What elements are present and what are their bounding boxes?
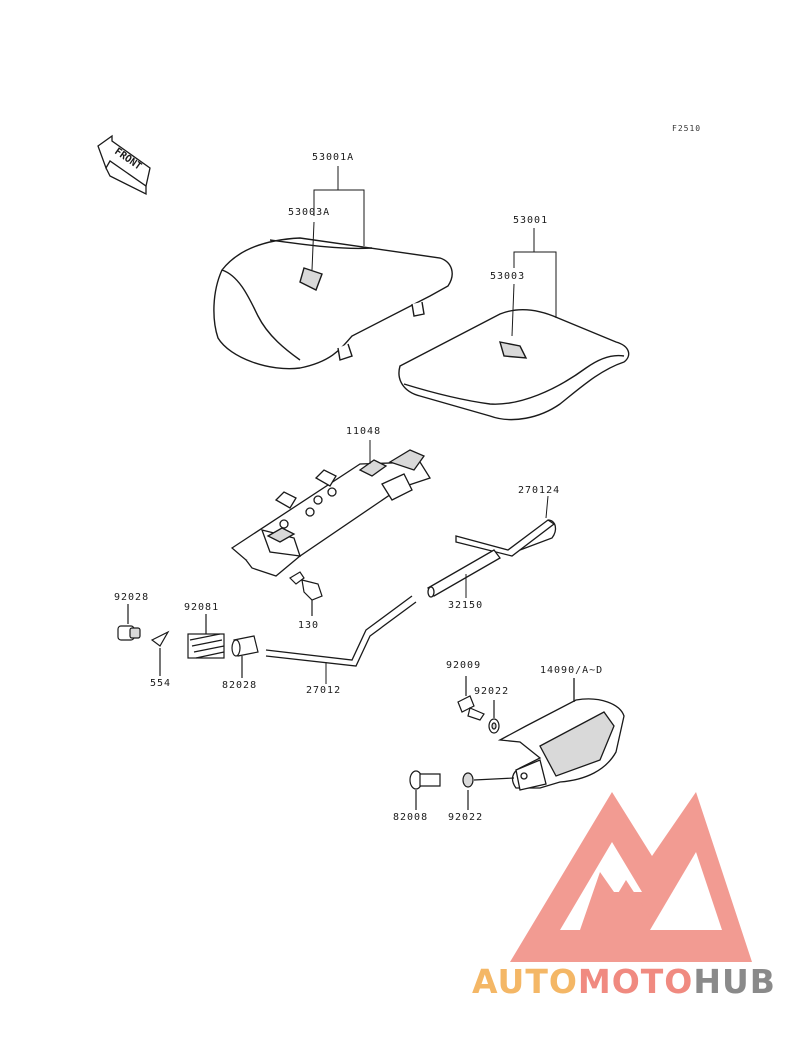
ref-code: F2510 <box>672 124 702 133</box>
spring-92081 <box>187 614 225 659</box>
label-27012: 27012 <box>306 685 342 696</box>
label-53003A: 53003A <box>288 207 331 218</box>
seat-lock-14090 <box>497 678 625 791</box>
label-92081: 92081 <box>184 602 220 613</box>
bolt-92009 <box>457 676 485 721</box>
seat-bracket-11048 <box>230 449 431 577</box>
tube-32150 <box>427 549 501 598</box>
rod-270124 <box>455 519 557 557</box>
label-32150: 32150 <box>448 600 484 611</box>
watermark-logo-icon <box>510 792 752 962</box>
front-arrow-icon: FRONT <box>97 134 151 196</box>
watermark-part-auto: AUTO <box>472 962 578 1001</box>
washer-92022-bottom <box>462 772 515 810</box>
clip-554 <box>150 630 170 676</box>
washer-92022-top <box>488 700 500 734</box>
label-270124: 270124 <box>518 485 561 496</box>
seat-53001 <box>398 308 630 421</box>
bolt-130 <box>289 571 323 616</box>
label-53001A: 53001A <box>312 152 355 163</box>
label-92022-top: 92022 <box>474 686 510 697</box>
label-82028: 82028 <box>222 680 258 691</box>
label-92009: 92009 <box>446 660 482 671</box>
label-53001: 53001 <box>513 215 549 226</box>
pin-92028 <box>117 604 141 641</box>
cable-27012 <box>265 595 417 667</box>
label-130: 130 <box>298 620 320 631</box>
label-92028-top: 92028 <box>114 592 150 603</box>
watermark-part-hub: HUB <box>693 962 776 1001</box>
label-11048: 11048 <box>346 426 382 437</box>
watermark-part-moto: MOTO <box>577 962 694 1001</box>
collar-82028 <box>231 635 259 678</box>
bolt-82008 <box>409 770 441 810</box>
label-92022-bottom: 92022 <box>448 812 484 823</box>
watermark-text: AUTOMOTOHUB <box>472 962 776 1001</box>
label-14090: 14090/A~D <box>540 665 604 676</box>
label-53003: 53003 <box>490 271 526 282</box>
label-82008: 82008 <box>393 812 429 823</box>
leader-lines-seats <box>311 166 557 337</box>
seat-53001A <box>213 237 453 370</box>
label-554: 554 <box>150 678 172 689</box>
